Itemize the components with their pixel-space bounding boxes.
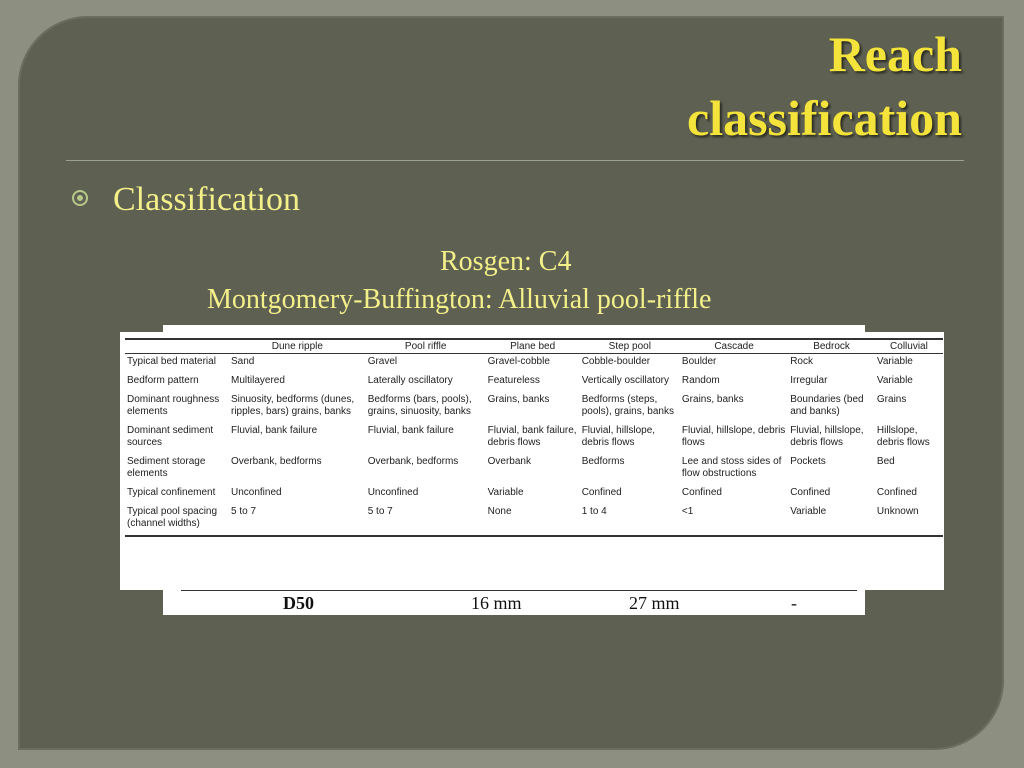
table-cell: Overbank, bedforms [231, 456, 322, 467]
table-row: Sediment storage elements Overbank, bedfo… [125, 454, 943, 485]
table-cell: Unconfined [367, 487, 419, 498]
row-label: Bedform pattern [127, 375, 199, 386]
column-header: Step pool [579, 338, 680, 354]
table-cell: <1 [679, 504, 789, 537]
column-header: Dune ripple [229, 338, 366, 354]
column-header [125, 338, 229, 354]
table-cell: Sinuosity, bedforms (dunes, ripples, bar… [231, 394, 355, 417]
table-row: Typical bed material Sand Gravel Gravel-cob… [125, 354, 943, 374]
table-cell: None [485, 504, 580, 537]
column-header: Bedrock [788, 338, 875, 354]
d50-value: - [791, 593, 797, 613]
table-row: Typical pool spacing (channel widths)5 t… [125, 504, 943, 537]
table-cell: Vertically oscillatory [581, 375, 669, 386]
subtitle-montgomery: Montgomery-Buffington: Alluvial pool-rif… [207, 284, 712, 315]
table-cell: 1 to 4 [579, 504, 680, 537]
table-cell: Cobble-boulder [581, 356, 651, 367]
table-cell: Sand [231, 356, 255, 367]
table-row: Typical confinement Unconfined Unconfined V… [125, 485, 943, 504]
table-row: Dominant sediment sources Fluvial, bank f… [125, 423, 943, 454]
table-cell: Variable [487, 487, 524, 498]
table-cell: Confined [681, 487, 722, 498]
table-cell: Pockets [790, 456, 826, 467]
table-cell: Gravel-cobble [487, 356, 550, 367]
table-cell: Bedforms (steps, pools), grains, banks [581, 394, 674, 417]
table-cell: Unknown [874, 504, 943, 537]
title-line-1: Reach [828, 26, 962, 82]
table-row: Bedform pattern Multilayered Laterally osc… [125, 373, 943, 392]
row-label: Typical pool spacing (channel widths) [125, 504, 229, 537]
column-header: Plane bed [485, 338, 580, 354]
table-cell: Variable [876, 375, 913, 386]
table-cell: Confined [581, 487, 622, 498]
table-cell: Bed [876, 456, 895, 467]
table-cell: Multilayered [231, 375, 285, 386]
column-header: Pool riffle [365, 338, 486, 354]
table-cell: Fluvial, hillslope, debris flows [581, 425, 656, 448]
table-cell: Grains, banks [681, 394, 744, 405]
table-cell: Boulder [681, 356, 717, 367]
table-cell: Overbank, bedforms [367, 456, 459, 467]
table-cell: Fluvial, bank failure [367, 425, 454, 436]
row-label: Typical bed material [127, 356, 216, 367]
table-cell: Laterally oscillatory [367, 375, 453, 386]
table-cell: Featureless [487, 375, 540, 386]
row-label: Typical confinement [127, 487, 216, 498]
table-cell: Variable [788, 504, 875, 537]
table-cell: 5 to 7 [365, 504, 486, 537]
table-cell: Variable [876, 356, 913, 367]
row-label: Dominant roughness elements [127, 394, 220, 417]
column-header: Cascade [679, 338, 789, 354]
table-cell: Bedforms [581, 456, 625, 467]
table-cell: Boundaries (bed and banks) [790, 394, 864, 417]
title-line-2: classification [687, 90, 962, 146]
table-cell: Irregular [790, 375, 828, 386]
table-cell: Confined [876, 487, 917, 498]
table-cell: Grains [876, 394, 907, 405]
column-header: Colluvial [874, 338, 943, 354]
d50-value: 27 mm [629, 593, 680, 613]
row-label: Dominant sediment sources [127, 425, 214, 448]
title-divider [66, 160, 964, 161]
bullet-icon [72, 190, 88, 206]
table-cell: Lee and stoss sides of flow obstructions [681, 456, 782, 479]
table-cell: Fluvial, hillslope, debris flows [681, 425, 786, 448]
d50-value: 16 mm [471, 593, 522, 613]
table-cell: Fluvial, hillslope, debris flows [790, 425, 864, 448]
table-cell: Gravel [367, 356, 398, 367]
table-cell: Bedforms (bars, pools), grains, sinuosit… [367, 394, 472, 417]
table-cell: Unconfined [231, 487, 282, 498]
d50-rule [181, 590, 857, 591]
subtitle-rosgen: Rosgen: C4 [440, 246, 572, 277]
table-cell: Random [681, 375, 720, 386]
slide-title: Reach classification [687, 22, 962, 150]
table-row: Dominant roughness elements Sinuosity, be… [125, 392, 943, 423]
table-cell: Fluvial, bank failure, debris flows [487, 425, 577, 448]
bullet-text: Classification [113, 181, 300, 218]
table-cell: Hillslope, debris flows [876, 425, 930, 448]
row-label: Sediment storage elements [127, 456, 206, 479]
table-cell: 5 to 7 [229, 504, 366, 537]
table-cell: Fluvial, bank failure [231, 425, 318, 436]
table-cell: Grains, banks [487, 394, 550, 405]
table-cell: Confined [790, 487, 831, 498]
table-cell: Overbank [487, 456, 531, 467]
table-cell: Rock [790, 356, 813, 367]
d50-label: D50 [283, 593, 314, 613]
